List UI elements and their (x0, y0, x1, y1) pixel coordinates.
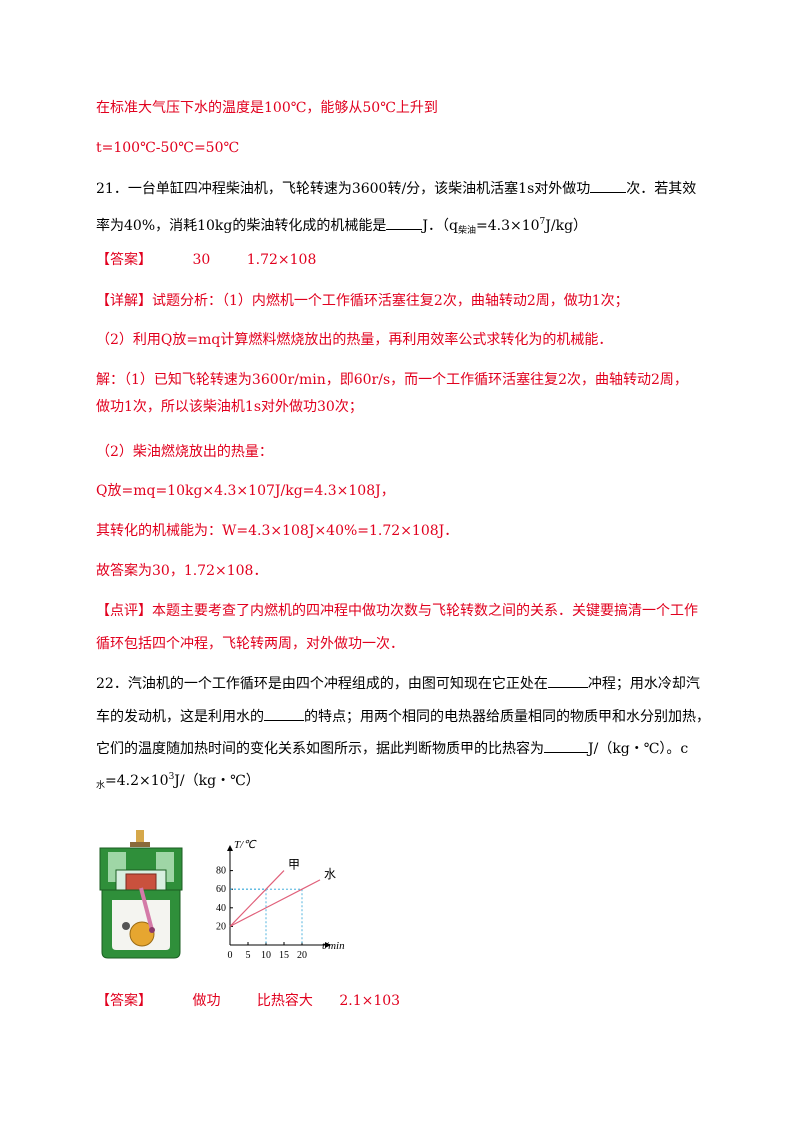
q22-superscript: 3 (168, 772, 175, 782)
q22-text: J/（kg・℃）。c (588, 741, 689, 757)
x-tick-label: 0 (228, 950, 233, 961)
q21-analysis-1: 【详解】试题分析：（1）内燃机一个工作循环活塞往复2次，曲轴转动2周，做功1次； (96, 293, 629, 309)
q21-superscript: 7 (539, 217, 546, 227)
q21-subscript: 柴油 (457, 226, 476, 236)
q22-text: 冲程；用水冷却汽 (587, 676, 700, 692)
prev-line-1: 在标准大气压下水的温度是100℃，能够从50℃上升到 (96, 100, 438, 116)
q22-line-4: 水=4.2×103J/（kg・℃） (96, 767, 260, 796)
series-label: 甲 (288, 858, 300, 872)
spark-plug (136, 830, 144, 844)
q22-text: =4.2×10 (105, 773, 169, 789)
q21-text: 率为40%，消耗10kg的柴油转化成的机械能是 (96, 218, 387, 234)
y-tick-label: 80 (216, 866, 226, 877)
engine-diagram (99, 830, 183, 959)
q22-answer: 【答案】 做功 比热容大 2.1×103 (96, 991, 400, 1011)
q21-text: =4.3×10 (475, 218, 540, 234)
q21-blank-2 (386, 215, 423, 230)
q21-analysis-4: 做功1次，所以该柴油机1s对外做功30次； (96, 399, 363, 415)
q22-blank-2 (264, 706, 304, 721)
q21-line-2: 率为40%，消耗10kg的柴油转化成的机械能是 J．（q柴油=4.3×107J/k… (96, 212, 587, 241)
q22-line-1: 22．汽油机的一个工作循环是由四个冲程组成的，由图可知现在它正处在 冲程；用水冷却… (96, 673, 700, 694)
q21-analysis-5: （2）柴油燃烧放出的热量： (96, 444, 273, 460)
crankshaft (129, 921, 155, 947)
q22-line-2: 车的发动机，这是利用水的 的特点；用两个相同的电热器给质量相同的物质甲和水分别加热… (96, 706, 710, 727)
q22-text: 车的发动机，这是利用水的 (96, 709, 264, 725)
spark-plug-base (130, 842, 150, 847)
q21-answer: 【答案】 30 1.72×108 (96, 250, 316, 270)
temperature-time-chart: T/℃ t/min 0 5 10 15 20 20 40 60 80 甲水 (216, 839, 345, 961)
q22-blank-3 (544, 738, 588, 753)
q22-answer-2: 比热容大 (256, 993, 313, 1009)
q22-text: 22．汽油机的一个工作循环是由四个冲程组成的，由图可知现在它正处在 (96, 676, 548, 692)
y-axis-label: T/℃ (234, 839, 257, 851)
answer-label: 【答案】 (96, 993, 152, 1009)
y-tick-label: 20 (216, 921, 226, 932)
x-axis-label: t/min (322, 940, 345, 952)
gear (122, 922, 130, 930)
q21-text: 次．若其效 (626, 181, 697, 197)
q22-answer-1: 做功 (192, 993, 221, 1009)
answer-label: 【答案】 (96, 252, 152, 268)
q22-blank-1 (547, 673, 588, 688)
x-tick-label: 15 (279, 950, 289, 961)
q22-text: J/（kg・℃） (174, 773, 260, 789)
q21-line-1: 21．一台单缸四冲程柴油机，飞轮转速为3600转/分，该柴油机活塞1s对外做功 次… (96, 178, 696, 199)
q21-answer-1: 30 (192, 252, 211, 268)
q22-text: 它们的温度随加热时间的变化关系如图所示，据此判断物质甲的比热容为 (96, 741, 544, 757)
crank-pin (149, 927, 155, 933)
q22-line-3: 它们的温度随加热时间的变化关系如图所示，据此判断物质甲的比热容为 J/（kg・℃）… (96, 738, 688, 759)
q21-analysis-3: 解：（1）已知飞轮转速为3600r/min，即60r/s，而一个工作循环活塞往复… (96, 372, 688, 388)
y-tick-label: 60 (216, 884, 226, 895)
q21-text: J/kg） (545, 218, 588, 234)
q21-comment-1: 【点评】本题主要考查了内燃机的四冲程中做功次数与飞轮转数之间的关系．关键要搞清一… (96, 603, 698, 619)
q21-answer-2: 1.72×108 (246, 252, 317, 268)
q21-analysis-8: 故答案为30，1.72×108． (96, 563, 268, 579)
q21-blank-1 (590, 178, 627, 193)
x-tick-label: 10 (261, 950, 271, 961)
series-line-jia (229, 870, 285, 927)
q21-analysis-2: （2）利用Q放=mq计算燃料燃烧放出的热量，再利用效率公式求转化为的机械能． (96, 332, 613, 348)
q21-text: J．（q (422, 218, 458, 234)
q22-subscript: 水 (96, 781, 106, 791)
x-tick-label: 20 (297, 950, 307, 961)
q21-text: 21．一台单缸四冲程柴油机，飞轮转速为3600转/分，该柴油机活塞1s对外做功 (96, 181, 591, 197)
series-label: 水 (324, 867, 336, 881)
q21-analysis-7: 其转化的机械能为：W=4.3×108J×40%=1.72×108J． (96, 523, 459, 539)
series-line-water (229, 879, 321, 927)
prev-line-2: t=100℃-50℃=50℃ (96, 140, 240, 156)
q21-analysis-6: Q放=mq=10kg×4.3×107J/kg=4.3×108J， (96, 483, 395, 499)
q21-comment-2: 循环包括四个冲程，飞轮转两周，对外做功一次． (96, 636, 404, 652)
connecting-rod (139, 887, 154, 931)
x-tick-label: 5 (246, 950, 251, 961)
q22-text: 的特点；用两个相同的电热器给质量相同的物质甲和水分别加热， (304, 709, 710, 725)
q22-answer-3: 2.1×103 (339, 993, 401, 1009)
y-tick-label: 40 (216, 903, 226, 914)
